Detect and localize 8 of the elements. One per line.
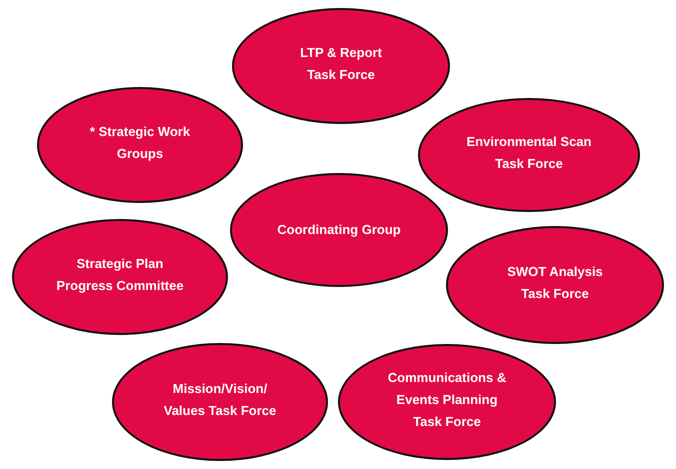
- team-name: LTP & Report Task Force: [299, 44, 383, 84]
- team-name: Mission/Vision/ Values Task Force: [162, 380, 278, 420]
- team-name: Coordinating Group: [277, 221, 401, 239]
- team-name: Environmental Scan Task Force: [466, 133, 592, 173]
- team-name: SWOT Analysis Task Force: [506, 263, 604, 303]
- team-name: Strategic Plan Progress Committee: [55, 255, 185, 295]
- team-name: Communications & Events Planning Task Force: [386, 369, 508, 431]
- team-name: * Strategic Work Groups: [88, 123, 192, 163]
